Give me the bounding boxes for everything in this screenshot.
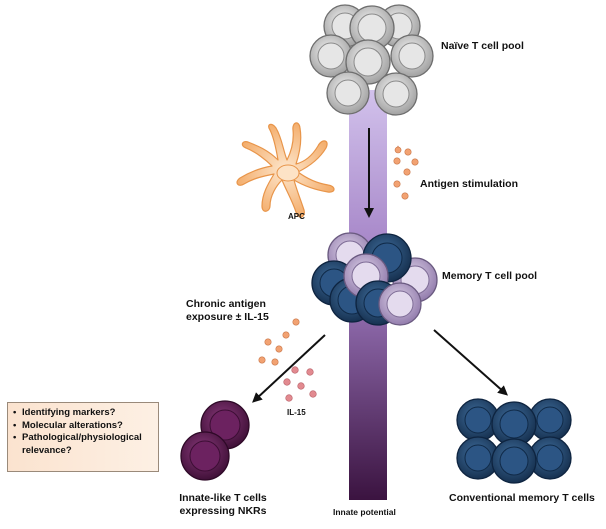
question-item: Pathological/physiological [13,432,153,445]
antigen-particles [393,145,419,200]
chronic-antigen-line1: Chronic antigen [186,298,266,310]
memory-cell-pool [311,232,438,326]
question-item-continuation: relevance? [22,444,72,456]
apc-label: APC [288,212,305,221]
naive-cell-pool [309,4,434,116]
innate-like-line1: Innate-like T cells [179,492,267,504]
antigen-stimulation-label: Antigen stimulation [420,178,518,190]
innate-potential-label: Innate potential [333,507,396,517]
apc-dendritic-cell [236,122,335,218]
conventional-memory-cells [456,398,572,484]
naive-pool-label: Naïve T cell pool [441,40,524,52]
innate-like-cells [180,400,250,481]
chronic-antigen-line2: exposure ± IL-15 [186,311,269,324]
innate-path-arrow [252,334,326,403]
open-questions-box: Identifying markers? Molecular alteratio… [7,402,159,472]
conventional-memory-label: Conventional memory T cells [449,492,595,504]
question-item: Molecular alterations? [13,420,153,433]
innate-like-line2: expressing NKRs [179,505,267,518]
chronic-antigen-label: Chronic antigen exposure ± IL-15 [186,298,269,324]
question-item: Identifying markers? [13,407,153,420]
chronic-antigen-particles [258,318,300,366]
conventional-path-arrow [433,329,508,396]
memory-pool-label: Memory T cell pool [442,270,538,282]
il15-particles [283,366,317,402]
innate-like-label: Innate-like T cells expressing NKRs [168,492,278,518]
il15-label: IL-15 [287,408,306,417]
